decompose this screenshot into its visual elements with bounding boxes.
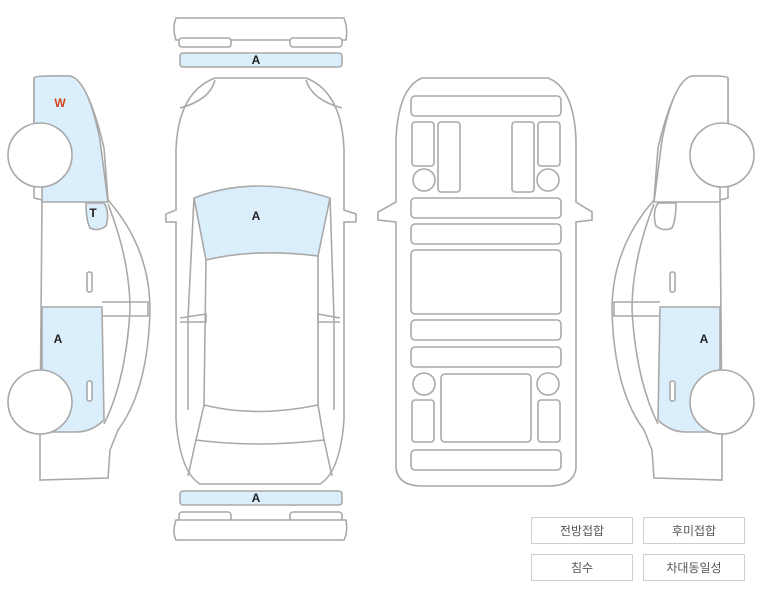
right-side-mirror xyxy=(613,301,660,317)
right-rear-door-label: A xyxy=(700,332,709,346)
left-front-wheel xyxy=(7,122,73,188)
underbody-rear-left-arm xyxy=(411,399,435,443)
top-left-mirror-bar xyxy=(179,313,207,323)
underbody-front-rail xyxy=(410,95,562,117)
rear-collision-button[interactable]: 후미접합 xyxy=(643,517,745,544)
left-windshield-label: W xyxy=(54,96,66,110)
left-trunk-label: T xyxy=(89,206,97,220)
left-side-pillar-line xyxy=(103,203,131,425)
top-roof-outline xyxy=(203,256,319,413)
top-trunk-line xyxy=(187,439,333,477)
underbody-crossmember-2 xyxy=(410,223,562,245)
left-side-mirror xyxy=(102,301,149,317)
underbody-crossmember-1 xyxy=(410,197,562,219)
underbody-rear-rail xyxy=(410,449,562,471)
right-rear-wheel xyxy=(689,369,755,435)
top-hood-line-2 xyxy=(305,79,343,109)
top-view: A A A xyxy=(165,17,357,541)
right-front-wheel xyxy=(689,122,755,188)
underbody-rear-right-wheel xyxy=(536,372,560,396)
underbody-rear-left-wheel xyxy=(412,372,436,396)
top-rear-bumper-label: A xyxy=(252,491,261,505)
underbody-fuel-tank xyxy=(440,373,532,443)
vin-match-button[interactable]: 차대동일성 xyxy=(643,554,745,581)
top-front-bumper-outline xyxy=(173,17,348,41)
top-windshield-label: A xyxy=(252,209,261,223)
right-door-handle-rear xyxy=(669,380,676,402)
flood-button[interactable]: 침수 xyxy=(531,554,633,581)
underbody-floor-panel xyxy=(410,249,562,315)
underbody-crossmember-4 xyxy=(410,346,562,368)
underbody-front-right-member xyxy=(511,121,535,193)
left-rear-door-label: A xyxy=(54,332,63,346)
top-windshield-panel[interactable] xyxy=(193,185,331,261)
top-right-a-pillar xyxy=(329,197,335,410)
top-right-mirror-bar xyxy=(317,313,341,323)
front-collision-button[interactable]: 전방접합 xyxy=(531,517,633,544)
left-trunk-panel[interactable] xyxy=(85,202,109,231)
left-door-handle-front xyxy=(86,271,93,293)
underbody-rear-right-arm xyxy=(537,399,561,443)
top-front-light-left xyxy=(178,37,232,48)
left-door-handle-rear xyxy=(86,380,93,402)
left-side-view: W T A xyxy=(7,75,151,481)
right-door-handle-front xyxy=(669,271,676,293)
top-hood-line xyxy=(179,79,216,109)
top-front-light-right xyxy=(289,37,343,48)
top-rear-bumper-outline xyxy=(173,519,348,541)
underbody-crossmember-3 xyxy=(410,319,562,341)
right-side-pillar-line xyxy=(631,203,659,425)
underbody-front-left-member xyxy=(437,121,461,193)
top-left-a-pillar xyxy=(187,197,195,410)
top-rear-window xyxy=(195,404,325,445)
right-fuel-door xyxy=(653,202,677,231)
underbody-front-left-wheel xyxy=(412,168,436,192)
top-rear-bumper-panel[interactable] xyxy=(179,490,343,506)
underbody-view xyxy=(377,77,593,487)
top-front-bumper-label: A xyxy=(252,53,261,67)
underbody-front-right-arm xyxy=(537,121,561,167)
left-rear-wheel xyxy=(7,369,73,435)
underbody-front-right-wheel xyxy=(536,168,560,192)
top-front-bumper-panel[interactable] xyxy=(179,52,343,68)
top-car-body xyxy=(165,77,357,485)
underbody-front-left-arm xyxy=(411,121,435,167)
right-side-view: A xyxy=(611,75,755,481)
